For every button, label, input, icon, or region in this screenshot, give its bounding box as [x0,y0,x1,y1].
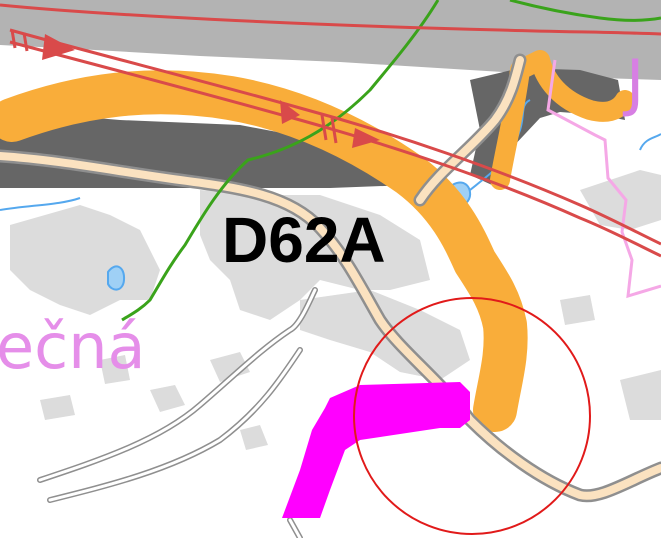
red-tick-marks [10,29,338,144]
main-road [0,53,661,503]
red-double-line [0,3,661,258]
edge-letter-label: J [622,46,644,119]
minor-roads [37,287,318,538]
orange-route-corridor [0,70,528,432]
orange-route-east [490,50,635,190]
magenta-planned-area [282,382,470,518]
road-code-label: D62A [222,204,386,276]
green-line-top [509,0,661,22]
green-line [121,0,440,322]
red-highlight-circle [353,297,591,535]
gray-band-area [0,0,661,80]
pink-boundary-line [546,59,661,299]
red-arrow-markers [42,34,380,148]
town-name-label: ečná [0,310,146,383]
